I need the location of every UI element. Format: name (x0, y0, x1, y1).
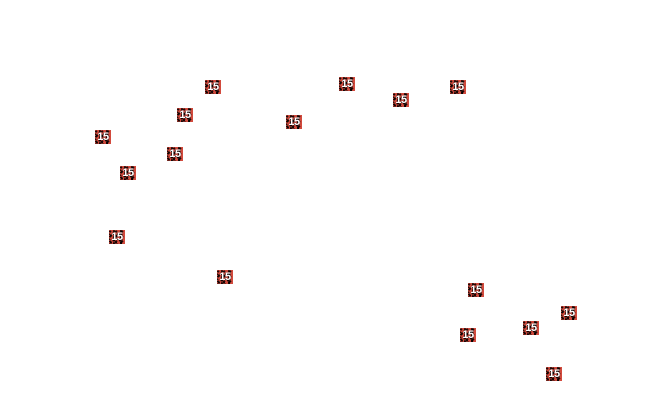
map-marker[interactable]: 15 (120, 166, 136, 180)
map-marker[interactable]: 15 (460, 328, 476, 342)
map-marker[interactable]: 15 (177, 108, 193, 122)
map-marker[interactable]: 15 (286, 115, 302, 129)
map-marker[interactable]: 15 (167, 147, 183, 161)
map-marker[interactable]: 15 (217, 270, 233, 284)
map-marker[interactable]: 15 (95, 130, 111, 144)
map-marker[interactable]: 15 (339, 77, 355, 91)
map-marker[interactable]: 15 (205, 80, 221, 94)
map-marker[interactable]: 15 (561, 306, 577, 320)
map-marker[interactable]: 15 (468, 283, 484, 297)
map-marker[interactable]: 15 (450, 80, 466, 94)
map-marker[interactable]: 15 (393, 93, 409, 107)
map-marker[interactable]: 15 (523, 321, 539, 335)
map-marker[interactable]: 15 (109, 230, 125, 244)
map-marker[interactable]: 15 (546, 367, 562, 381)
